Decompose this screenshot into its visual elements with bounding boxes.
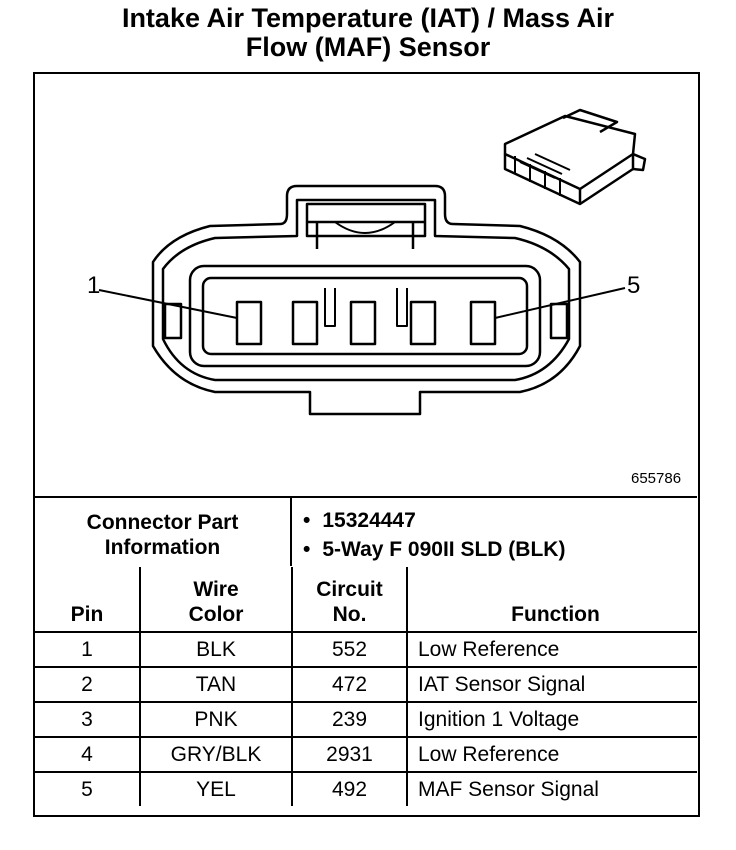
connector-label-line-1: Connector Part: [86, 511, 239, 534]
cell-wire-color: BLK: [139, 631, 293, 668]
pin-cavity-2: [291, 300, 319, 346]
cell-wire-color: GRY/BLK: [139, 736, 293, 773]
title-line-1: Intake Air Temperature (IAT) / Mass Air: [121, 3, 615, 33]
cell-pin: 5: [35, 771, 141, 806]
table-row: 3 PNK 239 Ignition 1 Voltage: [35, 701, 697, 738]
cell-function: Low Reference: [406, 736, 697, 773]
cell-pin: 2: [35, 666, 141, 703]
connector-face: [98, 184, 626, 416]
diagram-frame: 1 5 655786 Connector Part Information 15…: [33, 72, 700, 817]
figure-id: 655786: [631, 470, 682, 487]
header-wire-line-2: Color: [188, 603, 244, 626]
header-circuit-line-1: Circuit: [316, 578, 383, 601]
table-header-row: Pin Wire Color Circuit No. Function: [35, 567, 697, 633]
cell-circuit: 2931: [291, 736, 408, 773]
title-line-2: Flow (MAF) Sensor: [245, 32, 491, 62]
cell-circuit: 492: [291, 771, 408, 806]
table-row: 4 GRY/BLK 2931 Low Reference: [35, 736, 697, 773]
connector-part-label: Connector Part Information: [35, 498, 292, 566]
cell-pin: 4: [35, 736, 141, 773]
pin-5-callout: 5: [627, 272, 641, 299]
cell-function: IAT Sensor Signal: [406, 666, 697, 703]
header-function: Function: [406, 567, 697, 633]
connector-description: 5-Way F 090II SLD (BLK): [303, 535, 565, 564]
cell-wire-color: TAN: [139, 666, 293, 703]
cell-function: MAF Sensor Signal: [406, 771, 697, 806]
cell-wire-color: YEL: [139, 771, 293, 806]
header-circuit-line-2: No.: [332, 603, 367, 626]
cell-circuit: 472: [291, 666, 408, 703]
pin-cavity-5: [469, 300, 497, 346]
connector-drawing: [98, 108, 647, 416]
cell-circuit: 239: [291, 701, 408, 738]
header-pin: Pin: [35, 567, 141, 633]
cell-function: Ignition 1 Voltage: [406, 701, 697, 738]
table-row: 1 BLK 552 Low Reference: [35, 631, 697, 668]
pin-5-callout-line: [494, 287, 626, 319]
connector-part-info: Connector Part Information 15324447 5-Wa…: [35, 496, 697, 566]
connector-3d-icon: [503, 108, 647, 206]
header-wire-color: Wire Color: [139, 567, 293, 633]
pin-cavity-3: [349, 300, 377, 346]
cell-pin: 1: [35, 631, 141, 668]
table-row: 2 TAN 472 IAT Sensor Signal: [35, 666, 697, 703]
pin-cavity-4: [409, 300, 437, 346]
cell-function: Low Reference: [406, 631, 697, 668]
cell-pin: 3: [35, 701, 141, 738]
connector-info-list: 15324447 5-Way F 090II SLD (BLK): [303, 506, 565, 564]
connector-figure: 1 5 655786: [35, 74, 697, 496]
pinout-table: Pin Wire Color Circuit No. Function 1 BL…: [35, 567, 697, 806]
header-wire-line-1: Wire: [193, 578, 239, 601]
cell-circuit: 552: [291, 631, 408, 668]
table-row: 5 YEL 492 MAF Sensor Signal: [35, 771, 697, 806]
connector-label-line-2: Information: [104, 536, 221, 559]
diagram-title: Intake Air Temperature (IAT) / Mass Air …: [0, 4, 736, 62]
pin-cavity-1: [235, 300, 263, 346]
connector-part-number: 15324447: [303, 506, 565, 535]
cell-wire-color: PNK: [139, 701, 293, 738]
pin-1-callout-line: [98, 289, 238, 319]
pin-1-callout: 1: [87, 272, 101, 299]
header-circuit-no: Circuit No.: [291, 567, 408, 633]
